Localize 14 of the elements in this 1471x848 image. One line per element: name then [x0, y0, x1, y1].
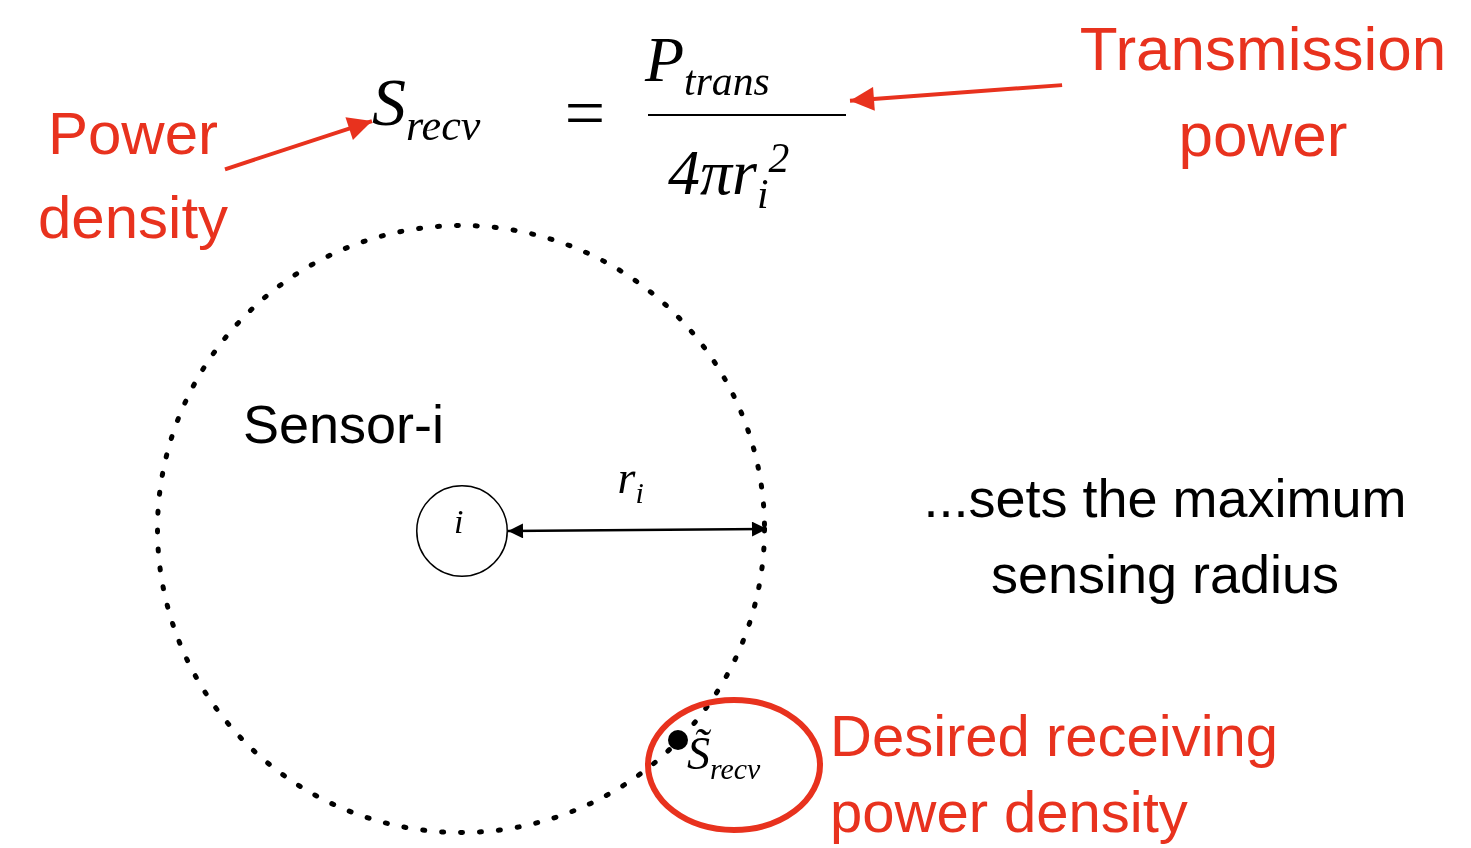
- sensor-circle: [416, 485, 508, 577]
- arrow: [849, 83, 1063, 111]
- annotation-text: Desired receiving power density: [830, 702, 1280, 846]
- annotation-text: Power density: [18, 92, 248, 260]
- arrow: [224, 117, 373, 172]
- formula-term: P$_{trans}$: [645, 20, 850, 121]
- equals-sign: =: [560, 78, 609, 148]
- formula-term: S$_{recv}$: [372, 62, 542, 166]
- note-text: ...sets the maximum sensing radius: [922, 467, 1408, 606]
- region-label: Sensor-i: [243, 393, 445, 455]
- annotation-text: Transmission power: [1058, 6, 1468, 178]
- node-label: i: [454, 503, 464, 541]
- node-label: S̃$_{recv}$: [687, 727, 761, 787]
- highlight-ellipse: [645, 697, 823, 833]
